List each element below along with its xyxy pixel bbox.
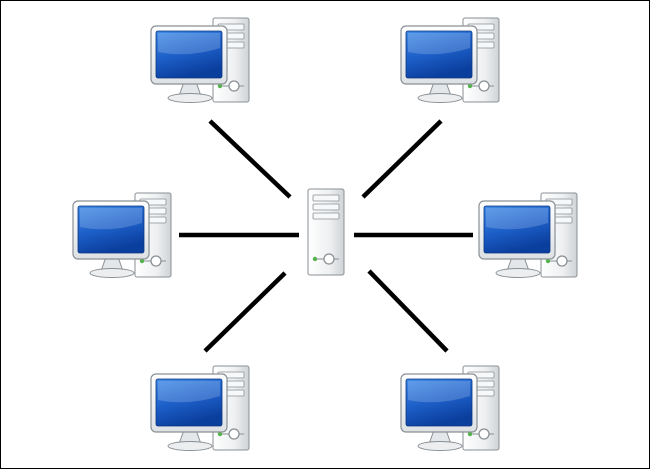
server-tower — [307, 188, 345, 276]
desktop-computer-icon — [478, 192, 578, 278]
desktop-computer-icon — [400, 365, 500, 451]
nodes-layer — [72, 17, 578, 451]
link-bottom-left — [203, 271, 287, 353]
computer-top-left — [150, 17, 250, 103]
desktop-computer-icon — [72, 192, 172, 278]
links-layer — [179, 119, 473, 353]
link-bottom-right — [367, 269, 449, 353]
desktop-computer-icon — [400, 17, 500, 103]
computer-bottom-left — [150, 365, 250, 451]
server-tower-icon — [307, 188, 345, 276]
computer-bottom-right — [400, 365, 500, 451]
desktop-computer-icon — [150, 365, 250, 451]
computer-top-right — [400, 17, 500, 103]
computer-middle-left — [72, 192, 172, 278]
computer-middle-right — [478, 192, 578, 278]
link-top-left — [208, 119, 292, 199]
link-top-right — [361, 119, 443, 199]
desktop-computer-icon — [150, 17, 250, 103]
